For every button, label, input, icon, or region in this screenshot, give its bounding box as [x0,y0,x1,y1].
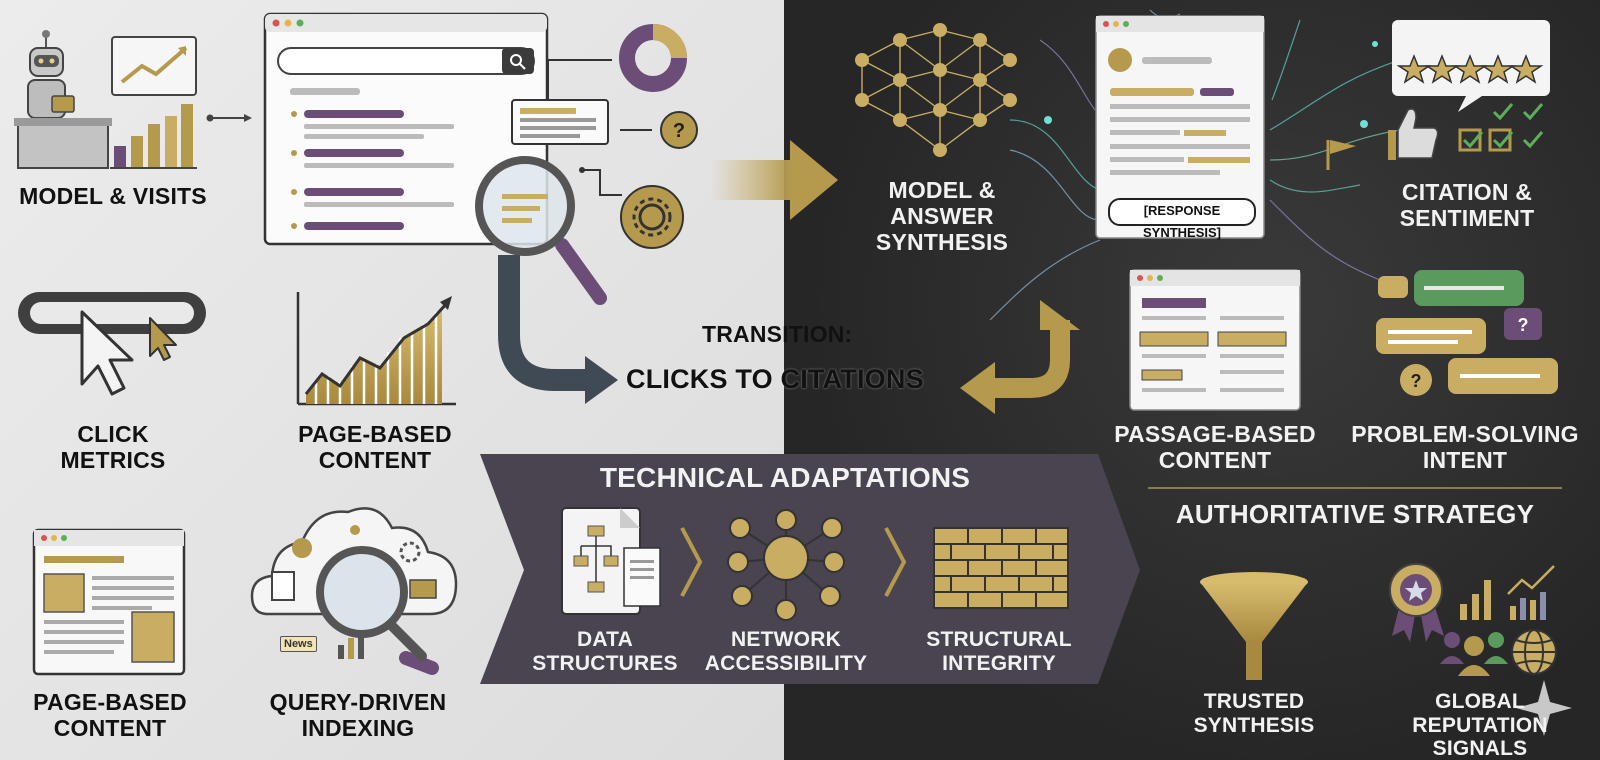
news-tag: News [280,636,317,652]
label-network-accessibility: NETWORK ACCESSIBILITY [704,628,868,675]
gold-curve-arrow [960,300,1080,414]
question-icon: ? [660,111,698,149]
sparkle-icon [1516,680,1572,736]
neural-network-icon [861,29,1011,151]
flowchart-doc-icon [561,507,661,615]
search-window-icon [263,12,549,246]
label-page-based-content-bottom: PAGE-BASED CONTENT [33,689,187,741]
technical-title: TECHNICAL ADAPTATIONS [599,462,971,493]
transition-heading: TRANSITION: [702,321,853,347]
people-icon [1440,632,1508,676]
hub-network-icon [727,509,845,621]
star-rating-icon [1392,20,1550,112]
magnifier-icon [475,156,607,305]
donut-chart-icon [619,24,687,92]
snippet-card-icon [511,99,609,145]
robot-icon [14,30,112,169]
glow-lines [989,9,1401,321]
connector-lines [547,59,652,196]
transition-subheading: CLICKS TO CITATIONS [626,364,924,394]
label-problem-solving-intent: PROBLEM-SOLVING INTENT [1351,421,1579,473]
neural-nodes [855,23,1017,157]
arrow-icon [206,114,252,122]
funnel-icon [1200,572,1308,680]
label-global-reputation-signals: GLOBAL REPUTATION SIGNALS [1412,690,1548,760]
label-click-metrics: CLICK METRICS [60,421,166,473]
click-cursor-icon [18,292,206,396]
label-structural-integrity: STRUCTURAL INTEGRITY [926,628,1072,675]
label-page-based-content-top: PAGE-BASED CONTENT [298,421,452,473]
svg-text:?: ? [673,120,685,142]
response-synthesis-pill: [RESPONSE SYNTHESIS] [1108,198,1256,240]
authoritative-strategy-title: AUTHORITATIVE STRATEGY [1175,499,1535,529]
thumbs-up-icon [1388,108,1439,160]
trend-chart-icon [110,36,197,169]
label-model-visits: MODEL & VISITS [19,183,207,209]
transition-arrow [498,255,618,404]
technical-banner [480,454,1140,684]
checkbox-icons [1458,103,1544,152]
label-citation-sentiment: CITATION & SENTIMENT [1399,179,1535,231]
gear-icon [620,185,684,249]
chevron-icon [680,527,703,597]
globe-icon [1511,629,1557,675]
badge-icon [1389,563,1444,642]
label-model-answer-synthesis: MODEL & ANSWER SYNTHESIS [875,177,1009,255]
chevron-icon [884,527,907,597]
document-icon [32,528,186,676]
brick-wall-icon [933,527,1069,609]
flag-icon [1326,140,1356,170]
growth-chart-icon [296,292,456,406]
label-data-structures: DATA STRUCTURES [532,628,678,675]
label-trusted-synthesis: TRUSTED SYNTHESIS [1193,690,1315,737]
bar-chart-small-icon [1460,565,1555,620]
gold-arrow [710,140,838,220]
glow-dot [1360,120,1368,128]
passage-window-icon [1129,269,1301,411]
svg-text:?: ? [1411,371,1422,391]
svg-text:?: ? [1518,315,1529,335]
response-window-icon [1095,15,1265,239]
glow-dot [1044,116,1052,124]
glow-dot [1372,41,1378,47]
label-passage-based-content: PASSAGE-BASED CONTENT [1114,421,1316,473]
chat-bubbles-icon: ? ? [1376,270,1558,396]
cloud-search-icon [250,507,458,675]
label-query-driven-indexing: QUERY-DRIVEN INDEXING [269,689,447,741]
